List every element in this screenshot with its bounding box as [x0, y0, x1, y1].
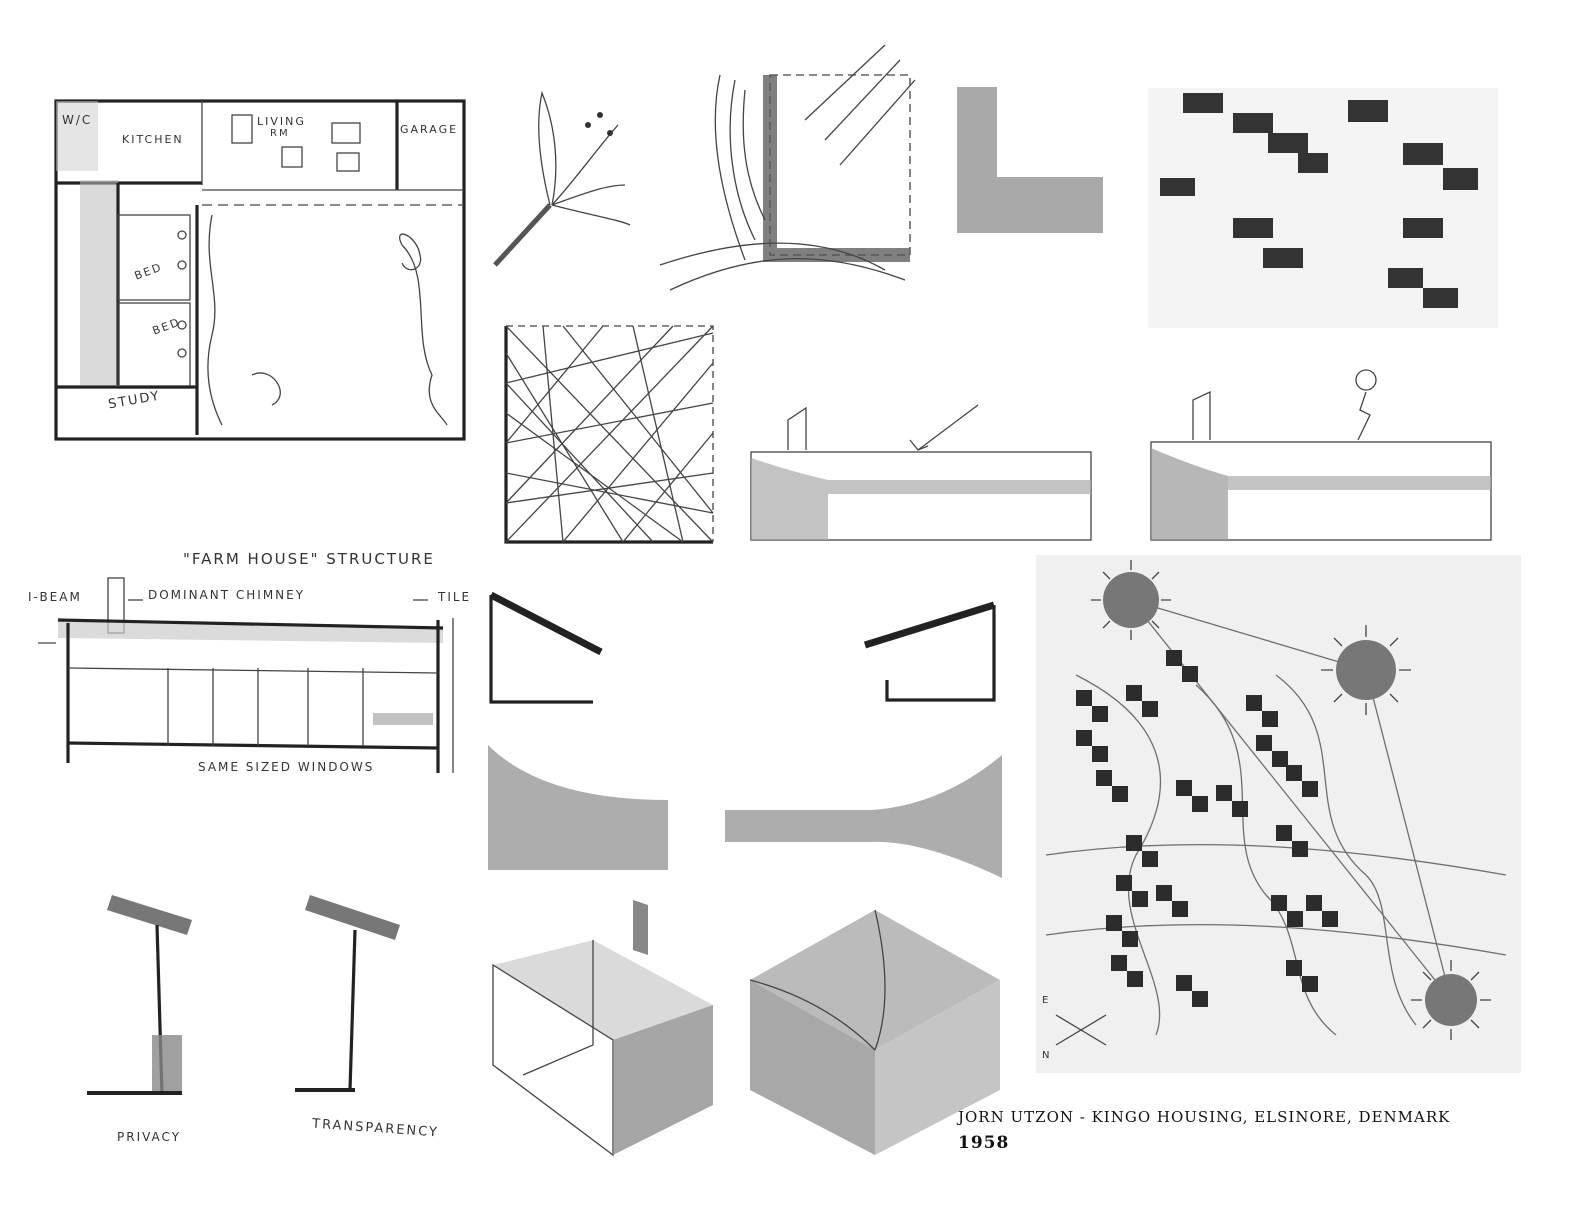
- compass-n-label: N: [1042, 1050, 1052, 1061]
- caption-year: 1958: [958, 1133, 1010, 1153]
- wedge-diagram-left-drawing: [488, 745, 668, 870]
- label-windows: SAME SIZED WINDOWS: [198, 760, 375, 774]
- label-i-beam: I-BEAM: [28, 590, 82, 604]
- label-chimney: DOMINANT CHIMNEY: [148, 588, 306, 602]
- wall-diagram-right: [862, 600, 1002, 712]
- label-living-2: RM: [270, 128, 290, 139]
- wall-diagram-right-drawing: [863, 601, 996, 702]
- caption-title: JORN UTZON - KINGO HOUSING, ELSINORE, DE…: [958, 1108, 1451, 1126]
- compass-e-label: E: [1042, 995, 1051, 1006]
- privacy-wall-drawing: [87, 895, 192, 1096]
- transparency-wall-drawing: [295, 895, 400, 1092]
- isometric-roof-sketch: [745, 905, 1010, 1160]
- wind-arrows-drawing: [659, 44, 916, 291]
- stepped-blocks-drawing: [1148, 88, 1498, 328]
- farmhouse-structure-sketch: "FARM HOUSE" STRUCTURE I-BEAM DOMINANT C…: [28, 548, 473, 788]
- label-living-1: LIVING: [257, 115, 306, 128]
- isometric-roof-drawing: [749, 909, 1000, 1155]
- label-wic: W/C: [62, 113, 93, 127]
- site-plan-drawing: [1036, 555, 1521, 1073]
- isometric-courtyard-sketch: [483, 895, 723, 1165]
- stepped-blocks-sketch: [1148, 88, 1498, 328]
- section-sketch-sun: [1148, 369, 1498, 545]
- label-privacy: PRIVACY: [117, 1130, 182, 1144]
- flower-drawing: [493, 90, 631, 267]
- floor-plan-sketch: W/C KITCHEN LIVING RM GARAGE BED BED STU…: [52, 95, 467, 450]
- wedge-diagram-left: [483, 740, 673, 875]
- floor-plan-drawing: [54, 99, 466, 441]
- wedge-diagram-right-drawing: [725, 755, 1002, 878]
- transparency-wall-sketch: TRANSPARENCY: [290, 885, 465, 1150]
- shaded-square-drawing: [957, 87, 1103, 233]
- section-sketch-arrow: [748, 400, 1098, 545]
- flower-sketch: [480, 85, 650, 280]
- line-web-drawing: [504, 325, 714, 544]
- wall-diagram-left: [483, 590, 608, 710]
- site-plan-sketch: N E: [1036, 555, 1521, 1075]
- section-sun-drawing: [1150, 369, 1492, 541]
- label-tile: TILE: [438, 590, 472, 604]
- privacy-wall-sketch: PRIVACY: [82, 885, 212, 1150]
- wall-diagram-left-drawing: [489, 591, 603, 704]
- wind-arrows-sketch: [655, 40, 945, 310]
- line-web-sketch: [503, 323, 718, 545]
- label-garage: GARAGE: [400, 123, 459, 136]
- isometric-courtyard-drawing: [492, 900, 713, 1157]
- wedge-diagram-right: [722, 750, 1007, 880]
- label-kitchen: KITCHEN: [122, 133, 184, 146]
- farmhouse-title: "FARM HOUSE" STRUCTURE: [183, 550, 435, 568]
- section-arrow-drawing: [750, 404, 1092, 541]
- shaded-square-sketch: [955, 85, 1105, 235]
- farmhouse-drawing: [38, 577, 454, 773]
